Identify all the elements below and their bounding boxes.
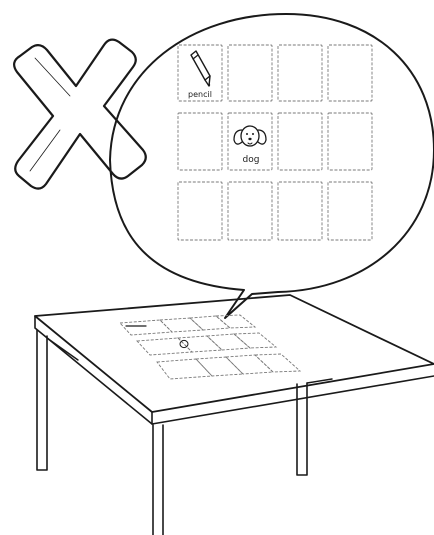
cross-x-icon: [14, 40, 146, 189]
pencil-icon: [191, 51, 210, 86]
card-grid: [178, 45, 372, 240]
small-dog-icon: [180, 340, 188, 347]
table: [35, 295, 434, 535]
pencil-card: pencil: [188, 51, 212, 99]
pencil-label: pencil: [188, 90, 212, 99]
card-sheet-on-table: [120, 315, 300, 379]
dog-label: dog: [243, 155, 260, 165]
dog-icon: [234, 126, 266, 146]
dog-card: dog: [234, 126, 266, 165]
